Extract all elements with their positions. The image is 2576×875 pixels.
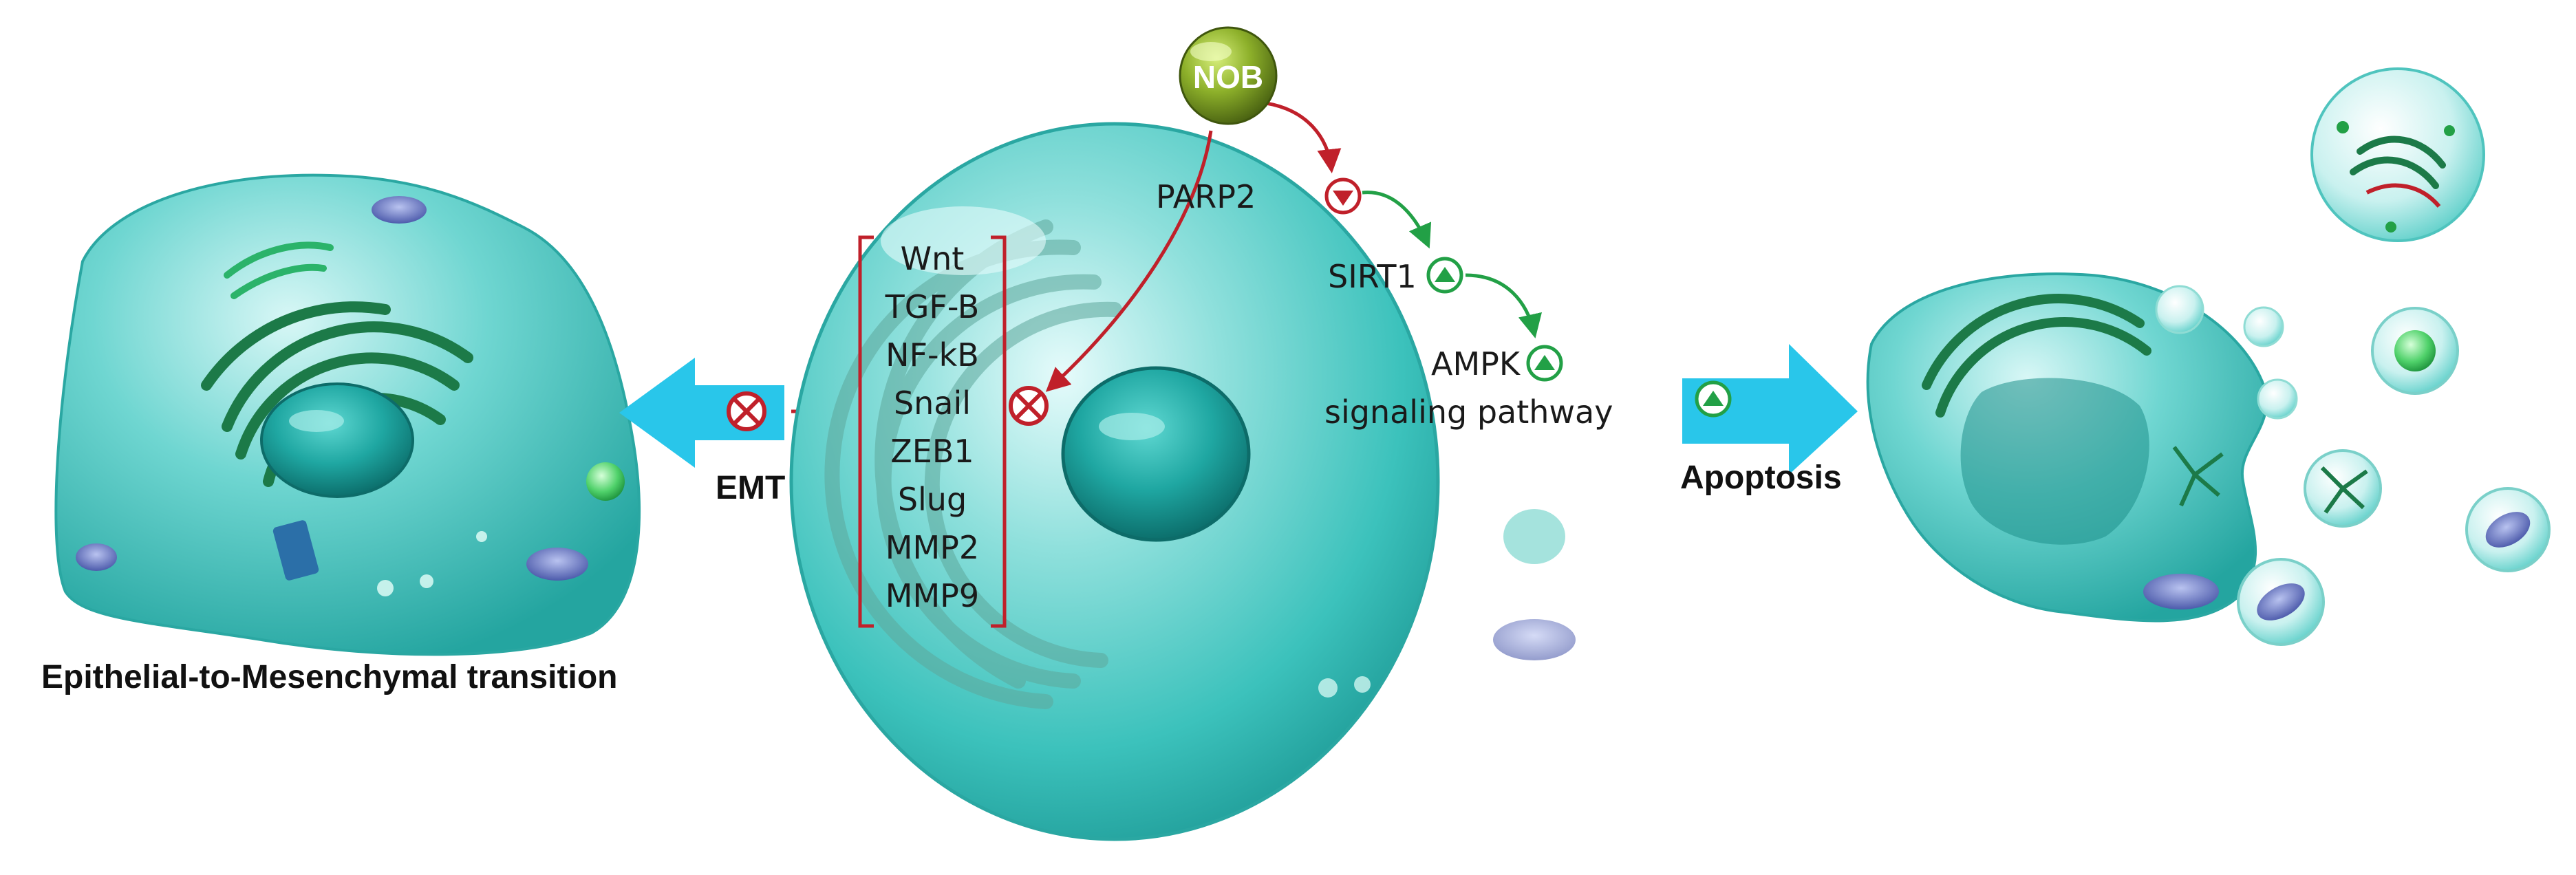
mitochondrion-icon: [1493, 619, 1576, 660]
factor-label: MMP9: [886, 577, 979, 614]
mitochondrion-icon: [76, 543, 117, 571]
apoptotic-bodies: [2155, 67, 2551, 646]
factor-label: Snail: [894, 385, 971, 422]
apoptosis-arrow: Apoptosis: [1680, 344, 1858, 496]
sirt1-to-ampk-arrow: [1465, 273, 1542, 338]
emt-nucleus: [260, 382, 414, 498]
factor-label: NF-kB: [886, 336, 979, 374]
emt-label: EMT: [716, 470, 785, 506]
center-cell: [789, 122, 1576, 841]
factor-label: Slug: [898, 481, 967, 518]
mitochondrion-icon: [526, 548, 588, 581]
nob-to-parp2-arrow: [1265, 101, 1342, 173]
nob-compound: NOB: [1179, 26, 1278, 125]
factor-label: Wnt: [901, 240, 965, 277]
apoptosis-label: Apoptosis: [1680, 460, 1842, 496]
parp2-label: PARP2: [1156, 178, 1256, 215]
ampk-sub-label: signaling pathway: [1324, 393, 1613, 431]
nob-to-factors-arrow: [1045, 130, 1213, 392]
factor-label: TGF-B: [885, 288, 980, 325]
ampk-label: AMPK: [1431, 345, 1521, 382]
centriole-icon: [272, 520, 319, 581]
apoptotic-nucleus: [1960, 378, 2149, 545]
sirt1-label: SIRT1: [1328, 258, 1417, 295]
emt-arrow: EMT: [619, 358, 860, 506]
factor-label: ZEB1: [890, 433, 974, 470]
mitochondrion-icon: [372, 196, 427, 224]
mitochondrion-icon: [2143, 574, 2219, 609]
factor-label: MMP2: [886, 529, 979, 566]
apoptotic-cell: [1866, 272, 2268, 623]
emt-cell: [54, 173, 641, 656]
center-nucleus: [1061, 366, 1251, 542]
emt-caption: Epithelial-to-Mesenchymal transition: [41, 659, 617, 695]
nob-label: NOB: [1193, 59, 1263, 95]
inhibited-factor-list: Wnt TGF-B NF-kB Snail ZEB1 Slug MMP2 MMP…: [858, 235, 1007, 628]
cytoskeleton-icon: [2172, 446, 2224, 507]
parp2-to-sirt1-arrow: [1362, 191, 1432, 249]
